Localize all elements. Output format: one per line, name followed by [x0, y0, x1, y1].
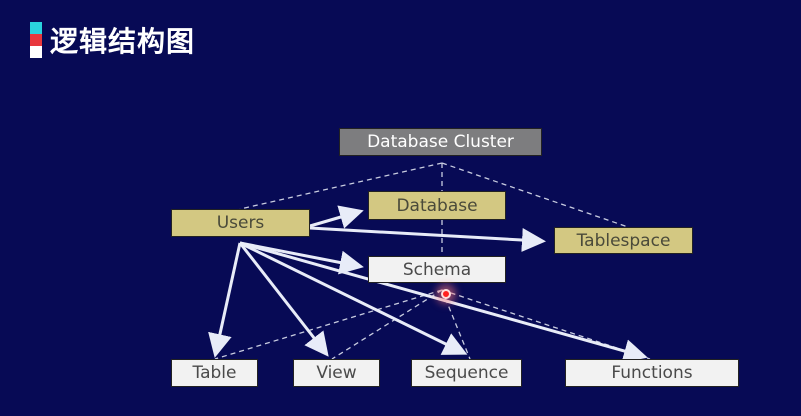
dashed-edge-cluster-users	[239, 162, 443, 210]
dashed-edge-cluster-tablespace	[441, 162, 629, 228]
dashed-edge-schema-table	[214, 289, 443, 360]
slide-title: 逻辑结构图	[50, 25, 196, 58]
dashed-edge-schema-view	[331, 289, 443, 360]
node-table[interactable]: Table	[171, 359, 258, 387]
red-square	[30, 34, 42, 46]
cyan-square	[30, 22, 42, 34]
node-view[interactable]: View	[293, 359, 380, 387]
arrow-users-table	[208, 242, 242, 358]
arrow-users-view	[238, 242, 329, 357]
arrow-users-sequence	[239, 241, 468, 355]
node-database[interactable]: Database	[368, 191, 506, 220]
white-square	[30, 46, 42, 58]
arrow-users-schema	[239, 241, 364, 275]
node-functions[interactable]: Functions	[565, 359, 739, 387]
arrow-users-functions	[239, 241, 648, 363]
node-sequence[interactable]: Sequence	[411, 359, 522, 387]
node-users[interactable]: Users	[171, 209, 310, 237]
color-marker-icon	[30, 22, 42, 58]
arrow-users-database	[309, 205, 364, 229]
node-tablespace[interactable]: Tablespace	[554, 227, 693, 254]
slide-header: 逻辑结构图	[30, 20, 195, 60]
node-schema[interactable]: Schema	[368, 256, 506, 283]
node-database-cluster[interactable]: Database Cluster	[339, 128, 542, 156]
pointer-highlight-icon	[441, 289, 451, 299]
arrow-users-tablespace	[309, 226, 546, 252]
